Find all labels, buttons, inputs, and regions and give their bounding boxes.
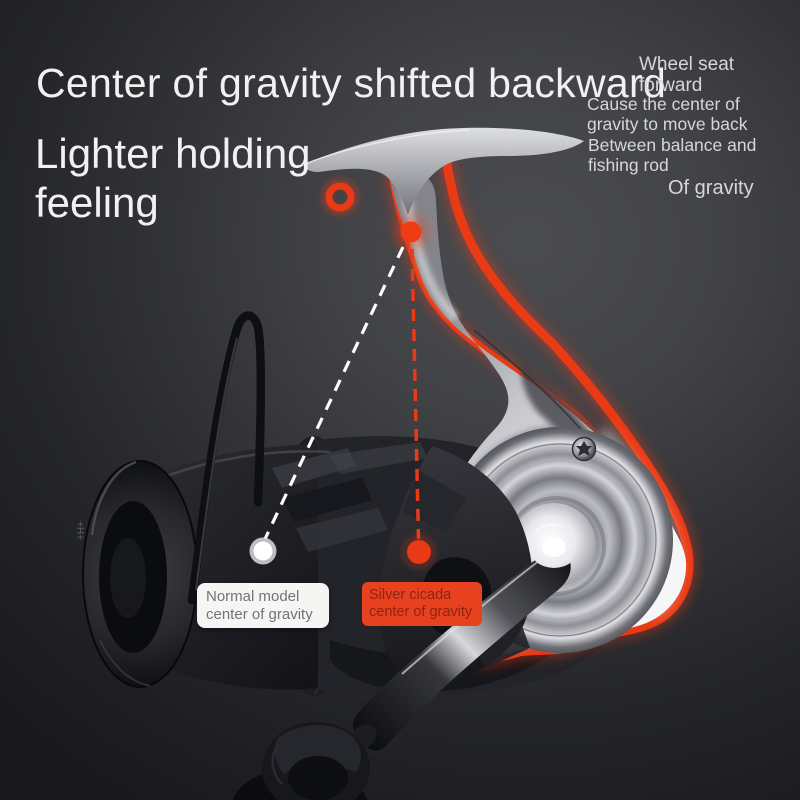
spool-size-marking: +H+ (76, 521, 87, 540)
bail-wire (187, 311, 266, 605)
reel-foot (303, 127, 584, 215)
red-dashed-leader (410, 248, 421, 540)
red-dot-marker (402, 535, 436, 569)
handle-knob (232, 722, 377, 800)
gravity-markers (249, 178, 436, 569)
annotation-wheel-seat: Wheel seat forward (639, 54, 735, 96)
headline: Center of gravity shifted backward (36, 60, 667, 106)
annotation-of-gravity: Of gravity (668, 177, 754, 199)
callout-silver-cicada: Silver cicada center of gravity (362, 582, 482, 626)
body-screw (571, 436, 597, 462)
handle-arm (353, 526, 579, 751)
white-dashed-leader (263, 246, 405, 540)
subheadline-line2: feeling (35, 179, 159, 226)
subheadline-line1: Lighter holding (35, 130, 311, 177)
annotation-cause: Cause the center of gravity to move back (587, 94, 748, 134)
subheadline: Lighter holding feeling (35, 129, 311, 227)
callout-normal-model: Normal model center of gravity (197, 583, 329, 628)
annotation-balance: Between balance and fishing rod (588, 135, 757, 175)
